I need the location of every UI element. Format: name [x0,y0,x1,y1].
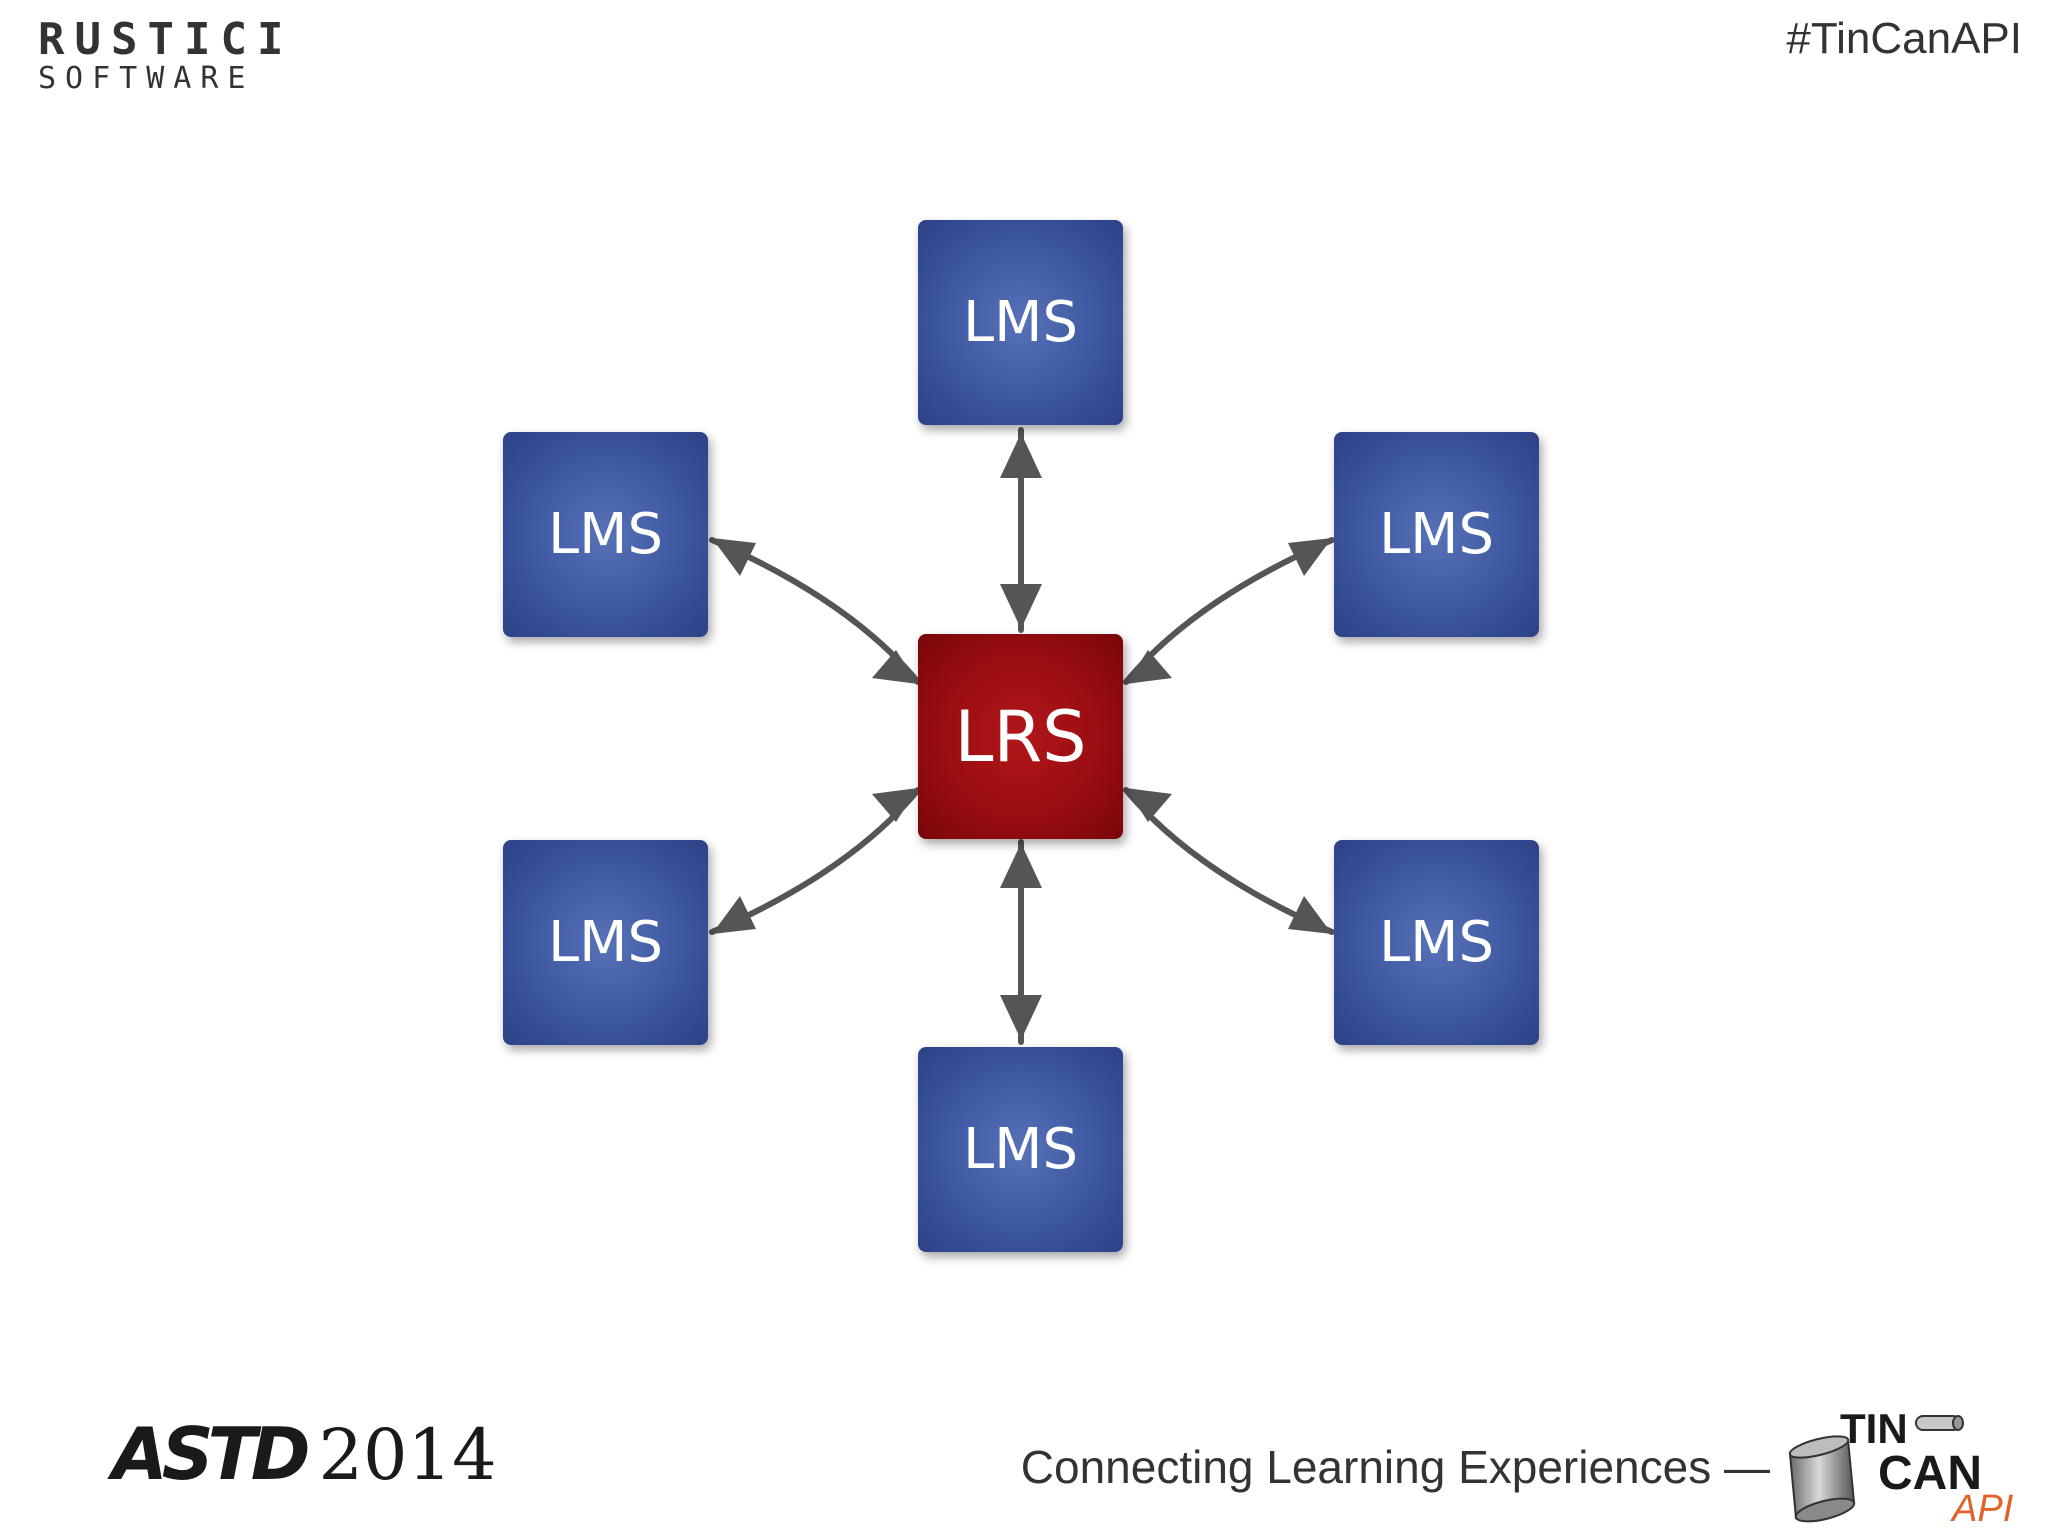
arrowhead [1000,995,1042,1040]
arrowhead [1288,538,1332,576]
arrowhead [1000,843,1042,888]
arrowhead [1288,896,1332,934]
arrowhead [712,896,756,934]
logo-line-2: CAN [1878,1447,1982,1500]
lms-node-top: LMS [918,220,1123,425]
rustici-software-logo: RUSTICI SOFTWARE [38,18,293,94]
logo-line-3: API [1952,1488,2014,1530]
lms-node-upper-left: LMS [503,432,708,637]
lms-node-bottom: LMS [918,1047,1123,1252]
arrowhead [712,538,756,576]
event-year: 2014 [318,1414,497,1496]
arrowhead [1126,650,1172,684]
lrs-node-center: LRS [918,634,1123,839]
lms-node-upper-right: LMS [1334,432,1539,637]
hashtag: #TinCanAPI [1786,14,2022,63]
arrowhead [1000,584,1042,629]
tin-can-icon [1788,1435,1856,1523]
brand-line-2: SOFTWARE [38,61,255,96]
arrowhead [872,788,918,822]
arrowhead [872,650,918,684]
event-name: ASTD [112,1412,310,1496]
lms-node-lower-left: LMS [503,840,708,1045]
arrowhead [1126,788,1172,822]
lms-node-lower-right: LMS [1334,840,1539,1045]
tin-can-api-logo: TIN CAN API [1782,1398,2032,1530]
brand-line-1: RUSTICI [38,14,294,65]
small-can-icon [1915,1415,1964,1431]
logo-line-1: TIN [1840,1405,1908,1452]
tagline: Connecting Learning Experiences — [1020,1441,1770,1493]
arrowhead [1000,433,1042,478]
